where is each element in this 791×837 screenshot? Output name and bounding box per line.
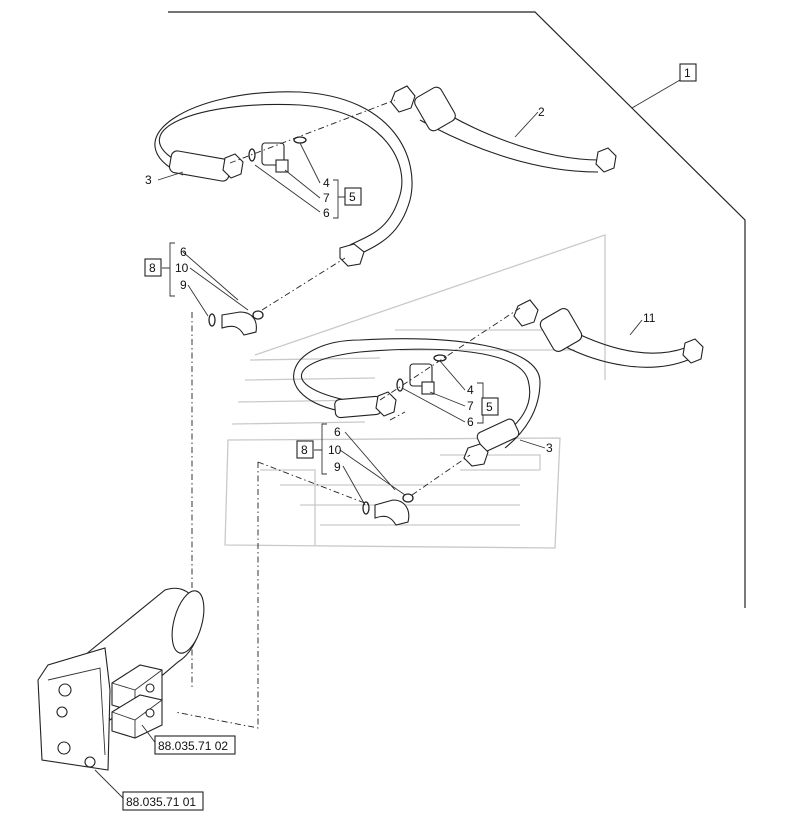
ref-88-035-71-01: 88.035.71 01 xyxy=(94,769,204,811)
hose-2: 2 xyxy=(390,85,617,173)
upper-fitting-box-5: 5 xyxy=(349,190,356,204)
upper-elbow-fitting: 8 6 10 9 xyxy=(144,242,346,336)
lower-fitting-box-5: 5 xyxy=(486,400,493,414)
watermark-logo xyxy=(224,234,606,549)
hose-3-upper: 3 xyxy=(145,91,413,267)
upper-elbow-box-8: 8 xyxy=(149,261,156,275)
callout-1-label: 1 xyxy=(684,66,691,80)
lower-elbow-6: 6 xyxy=(334,425,341,439)
hose-11: 11 xyxy=(513,299,704,368)
ref-upper-label: 88.035.71 02 xyxy=(158,739,228,753)
lower-elbow-fitting: 8 6 10 9 xyxy=(296,423,471,526)
valve-body xyxy=(37,587,205,771)
callout-3-upper-label: 3 xyxy=(145,173,152,187)
upper-elbow-6: 6 xyxy=(180,245,187,259)
group-boundary xyxy=(168,11,746,608)
hose-3-lower: 3 xyxy=(293,338,553,467)
lower-fitting-6: 6 xyxy=(467,415,474,429)
ref-lower-label: 88.035.71 01 xyxy=(126,795,196,809)
upper-elbow-9: 9 xyxy=(180,278,187,292)
callout-2-label: 2 xyxy=(538,105,545,119)
upper-elbow-10: 10 xyxy=(175,261,189,275)
upper-tee-fitting: 4 7 6 5 xyxy=(229,99,396,220)
callout-3-lower-label: 3 xyxy=(546,441,553,455)
lower-fitting-7: 7 xyxy=(467,399,474,413)
lower-fitting-4: 4 xyxy=(467,383,474,397)
lower-elbow-9: 9 xyxy=(334,460,341,474)
upper-fitting-6: 6 xyxy=(323,206,330,220)
callout-1: 1 xyxy=(631,63,697,109)
upper-fitting-4: 4 xyxy=(323,176,330,190)
upper-fitting-7: 7 xyxy=(323,191,330,205)
lower-elbow-box-8: 8 xyxy=(301,443,308,457)
lower-tee-fitting: 4 7 6 5 xyxy=(379,307,521,429)
connection-lines xyxy=(174,312,371,729)
callout-11-label: 11 xyxy=(643,311,656,325)
lower-elbow-10: 10 xyxy=(328,443,342,457)
ref-88-035-71-02: 88.035.71 02 xyxy=(141,724,236,755)
